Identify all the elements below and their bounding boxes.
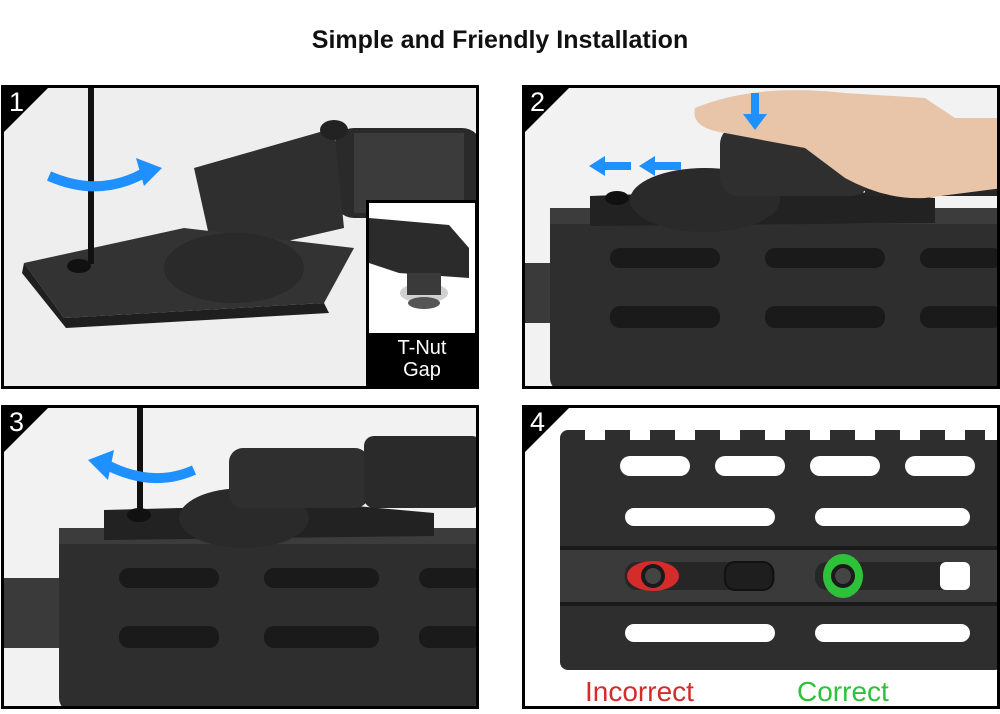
step-2-illustration: [525, 88, 997, 386]
step-number-tab: [4, 88, 48, 132]
step-number: 2: [530, 87, 546, 117]
left-arrow-icon: [589, 156, 681, 176]
t-nut-illustration: [369, 203, 475, 333]
curved-arrow-icon: [106, 461, 197, 483]
step-1-panel: 1 T-Nut Gap: [1, 85, 479, 389]
step-number-tab: [525, 408, 569, 452]
step-number-tab: [4, 408, 48, 452]
step-3-panel: 3: [1, 405, 479, 709]
t-nut-gap-label: T-Nut Gap: [369, 333, 475, 386]
step-number: 3: [9, 407, 25, 437]
step-2-panel: 2: [522, 85, 1000, 389]
step-number-tab: [525, 88, 569, 132]
t-nut-gap-inset: T-Nut Gap: [366, 200, 476, 386]
inset-label-line2: Gap: [403, 359, 441, 381]
step-number: 4: [530, 407, 546, 437]
step-4-panel: 4: [522, 405, 1000, 709]
incorrect-label: Incorrect: [585, 676, 694, 707]
curved-arrow-icon: [46, 168, 147, 192]
step-3-illustration: [4, 408, 476, 706]
inset-label-line1: T-Nut: [397, 337, 447, 359]
step-number: 1: [9, 87, 25, 117]
down-arrow-icon: [751, 93, 759, 117]
page-title: Simple and Friendly Installation: [311, 26, 689, 54]
correct-label: Correct: [797, 676, 889, 707]
step-4-rail-diagram: [525, 408, 997, 706]
